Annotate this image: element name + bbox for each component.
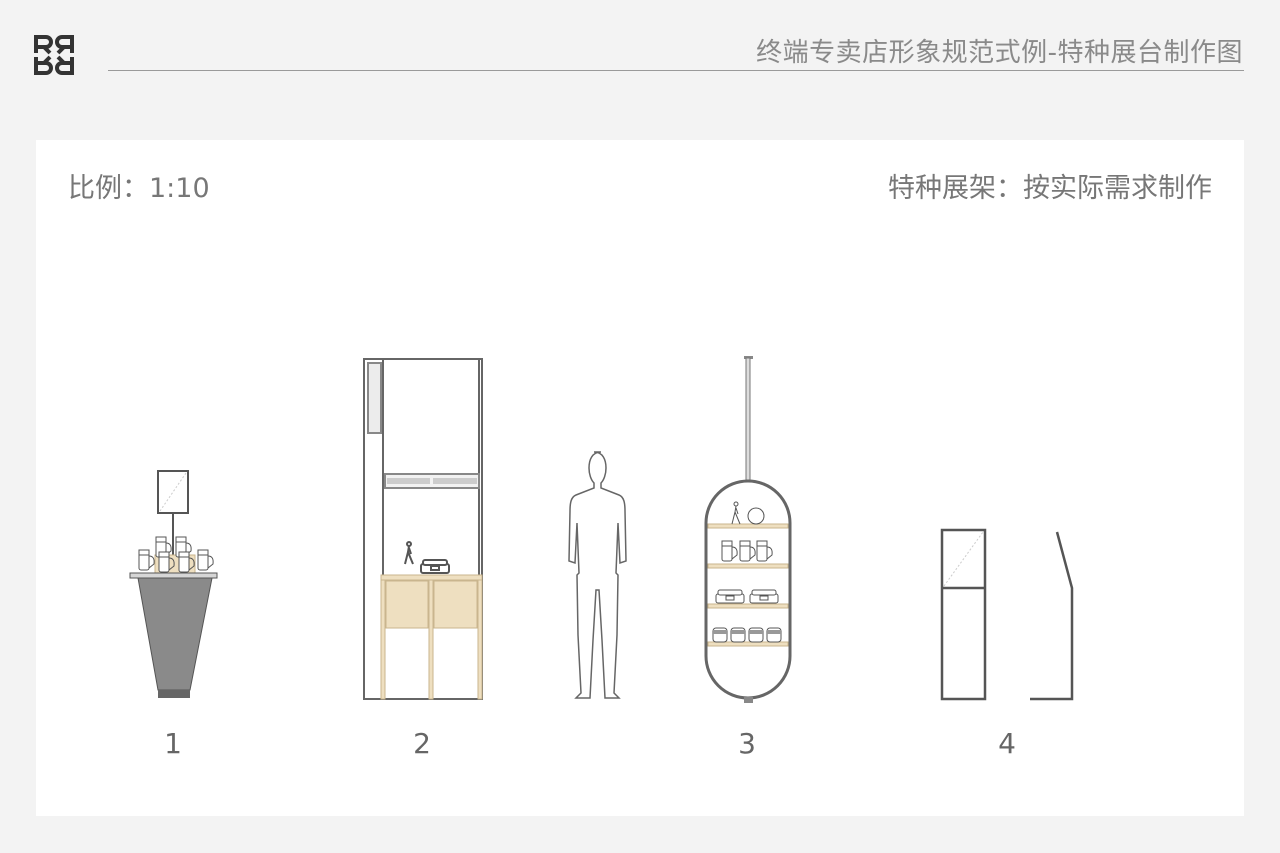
standing-poster-sign [940, 528, 1074, 701]
item-number-4: 4 [998, 727, 1016, 760]
item-number-3: 3 [738, 727, 756, 760]
page-title: 终端专卖店形象规范式例-特种展台制作图 [756, 38, 1243, 68]
hanging-capsule-shelf [704, 356, 792, 703]
brand-logo [34, 35, 74, 79]
scale-label: 比例：1:10 [68, 173, 210, 204]
tall-frame-shelf [363, 358, 483, 700]
note-label: 特种展架：按实际需求制作 [888, 173, 1212, 204]
human-silhouette [568, 451, 627, 699]
item-number-2: 2 [413, 727, 431, 760]
drawing-panel [36, 140, 1244, 816]
header-divider [108, 70, 1244, 71]
pedestal-display [129, 470, 218, 698]
item-number-1: 1 [164, 727, 182, 760]
